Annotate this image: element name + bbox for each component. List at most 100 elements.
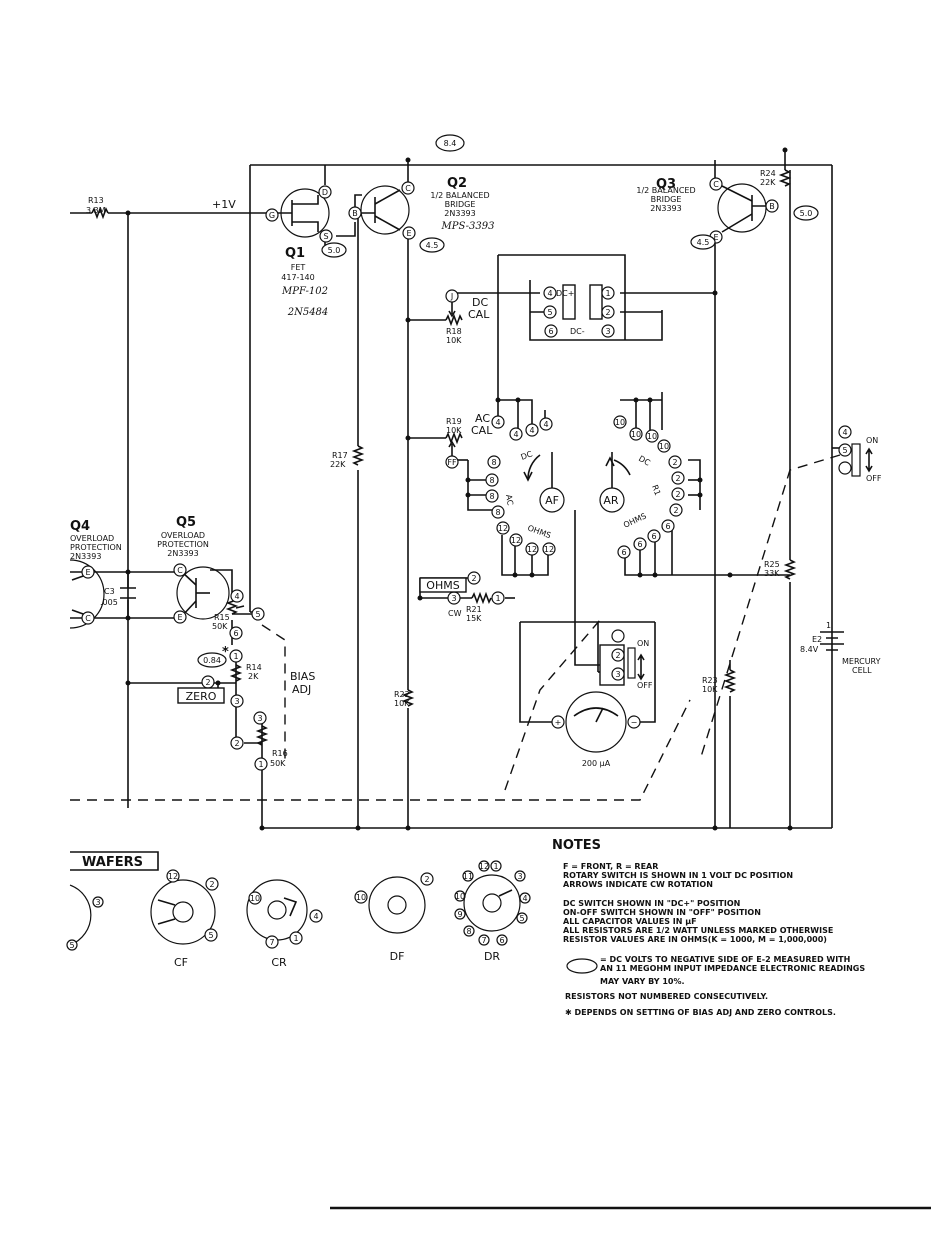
- svg-text:CAL: CAL: [468, 308, 490, 321]
- svg-text:4: 4: [543, 420, 548, 429]
- notes-title: NOTES: [552, 838, 601, 853]
- svg-text:E: E: [85, 568, 90, 577]
- svg-text:E2: E2: [812, 635, 822, 644]
- svg-text:1: 1: [826, 621, 831, 630]
- svg-text:G: G: [269, 211, 275, 220]
- svg-text:J: J: [450, 292, 453, 301]
- svg-text:3: 3: [605, 327, 610, 336]
- svg-text:12: 12: [168, 872, 178, 881]
- svg-text:B: B: [352, 209, 358, 218]
- resistor-r19-ac-cal: FF R19 10K AC CAL: [445, 412, 493, 469]
- svg-text:R18: R18: [446, 327, 462, 336]
- svg-text:6: 6: [548, 327, 553, 336]
- mechanical-links: [70, 454, 841, 801]
- svg-text:DC SWITCH SHOWN IN "DC+" POSIT: DC SWITCH SHOWN IN "DC+" POSITION: [563, 899, 740, 908]
- svg-text:R24: R24: [760, 169, 776, 178]
- q4-label: Q4: [70, 519, 90, 534]
- zero-control-label: ZERO: [177, 687, 225, 704]
- svg-text:ARROWS INDICATE CW ROTATION: ARROWS INDICATE CW ROTATION: [563, 880, 713, 889]
- svg-text:AC: AC: [504, 494, 515, 507]
- svg-text:2: 2: [209, 880, 214, 889]
- svg-text:ON: ON: [637, 639, 649, 648]
- svg-text:BIAS: BIAS: [290, 670, 315, 683]
- svg-text:4: 4: [234, 592, 239, 601]
- rotary-switch-af: 4 4 4 4 8 8 8 8 12 12 12 12 AF DC AC OHM…: [485, 415, 565, 556]
- svg-text:AN 11 MEGOHM INPUT IMPEDANCE E: AN 11 MEGOHM INPUT IMPEDANCE ELECTRONIC …: [600, 964, 865, 973]
- svg-text:1: 1: [493, 862, 498, 871]
- svg-text:4: 4: [513, 430, 518, 439]
- junction-dots: [125, 147, 793, 831]
- on-off-switch-meter: 2 3 ON OFF: [599, 629, 653, 690]
- svg-text:9: 9: [457, 910, 462, 919]
- svg-text:1: 1: [258, 760, 263, 769]
- svg-text:AF: AF: [545, 494, 559, 507]
- voltage-bubble-0-84: 0.84: [197, 652, 227, 668]
- svg-text:ZERO: ZERO: [186, 690, 217, 703]
- voltage-bubble-5-0: 5.0: [321, 242, 347, 258]
- svg-text:ON-OFF SWITCH SHOWN IN "OFF" P: ON-OFF SWITCH SHOWN IN "OFF" POSITION: [563, 908, 761, 917]
- svg-text:MAY VARY BY 10%.: MAY VARY BY 10%.: [600, 977, 685, 986]
- svg-text:3.3M: 3.3M: [86, 206, 106, 215]
- svg-text:FF: FF: [447, 458, 457, 467]
- notes-section: NOTES F = FRONT, R = REAR ROTARY SWITCH …: [552, 838, 865, 1017]
- svg-text:D: D: [322, 188, 328, 197]
- resistor-r16: R16 50K: [255, 725, 288, 768]
- meter-range-label: 200 µA: [582, 759, 611, 768]
- svg-text:10K: 10K: [394, 699, 410, 708]
- svg-text:10K: 10K: [702, 685, 718, 694]
- q2-label: Q2: [447, 176, 467, 191]
- svg-text:3: 3: [257, 714, 262, 723]
- svg-text:5.0: 5.0: [800, 209, 813, 218]
- svg-text:✱ DEPENDS ON SETTING OF BIAS A: ✱ DEPENDS ON SETTING OF BIAS ADJ AND ZER…: [565, 1008, 836, 1017]
- svg-text:AR: AR: [603, 494, 619, 507]
- resistor-r24: R24 22K: [760, 169, 792, 187]
- svg-text:417-140: 417-140: [281, 273, 314, 282]
- svg-text:ALL RESISTORS ARE 1/2 WATT UNL: ALL RESISTORS ARE 1/2 WATT UNLESS MARKED…: [563, 926, 833, 935]
- svg-text:R13: R13: [88, 196, 104, 205]
- svg-text:1: 1: [605, 289, 610, 298]
- resistor-r21: R21 15K CW: [448, 591, 492, 623]
- svg-text:33K: 33K: [764, 569, 780, 578]
- svg-text:1/2 BALANCED: 1/2 BALANCED: [430, 191, 489, 200]
- svg-text:50K: 50K: [270, 759, 286, 768]
- svg-text:7: 7: [481, 936, 486, 945]
- svg-text:CAL: CAL: [471, 424, 493, 437]
- on-off-switch-power: 4 5 ON OFF: [838, 425, 882, 483]
- svg-text:MERCURY: MERCURY: [842, 657, 881, 666]
- handwritten-note: MPF-102: [281, 286, 328, 297]
- ohms-control-label: OHMS: [419, 577, 467, 593]
- voltage-bubble-4-5: 4.5: [419, 237, 445, 253]
- svg-text:5: 5: [519, 914, 524, 923]
- svg-text:OHMS: OHMS: [526, 523, 552, 540]
- svg-text:R16: R16: [272, 749, 288, 758]
- svg-text:0.84: 0.84: [203, 656, 221, 665]
- svg-text:.005: .005: [100, 598, 118, 607]
- svg-text:4.5: 4.5: [697, 238, 710, 247]
- svg-text:12: 12: [498, 524, 508, 533]
- svg-text:3: 3: [95, 898, 100, 907]
- svg-text:4: 4: [547, 289, 552, 298]
- svg-text:ROTARY SWITCH IS SHOWN IN 1 VO: ROTARY SWITCH IS SHOWN IN 1 VOLT DC POSI…: [563, 871, 793, 880]
- wafer-cf: 12 2 5 CF: [150, 869, 219, 969]
- svg-text:5.0: 5.0: [328, 246, 341, 255]
- svg-text:8.4: 8.4: [444, 139, 457, 148]
- svg-text:C3: C3: [104, 587, 115, 596]
- svg-text:R14: R14: [246, 663, 262, 672]
- transistor-q3: C B E Q3 1/2 BALANCED BRIDGE 2N3393: [636, 177, 779, 244]
- transistor-q1: G D S Q1 FET 417-140 MPF-102 2N5484: [265, 185, 333, 318]
- wafers-title: WAFERS: [82, 855, 143, 870]
- svg-text:2: 2: [605, 308, 610, 317]
- svg-text:1: 1: [293, 934, 298, 943]
- svg-text:DF: DF: [390, 950, 405, 963]
- svg-text:DC: DC: [637, 454, 652, 468]
- svg-text:R1: R1: [650, 484, 662, 497]
- resistor-r17: R17 22K: [330, 445, 365, 469]
- svg-text:DR: DR: [484, 950, 500, 963]
- svg-text:1: 1: [233, 652, 238, 661]
- resistor-r25: R25 33K: [764, 559, 797, 580]
- svg-text:3: 3: [615, 670, 620, 679]
- svg-text:BRIDGE: BRIDGE: [445, 200, 476, 209]
- svg-text:10: 10: [615, 418, 625, 427]
- svg-text:FET: FET: [291, 263, 306, 272]
